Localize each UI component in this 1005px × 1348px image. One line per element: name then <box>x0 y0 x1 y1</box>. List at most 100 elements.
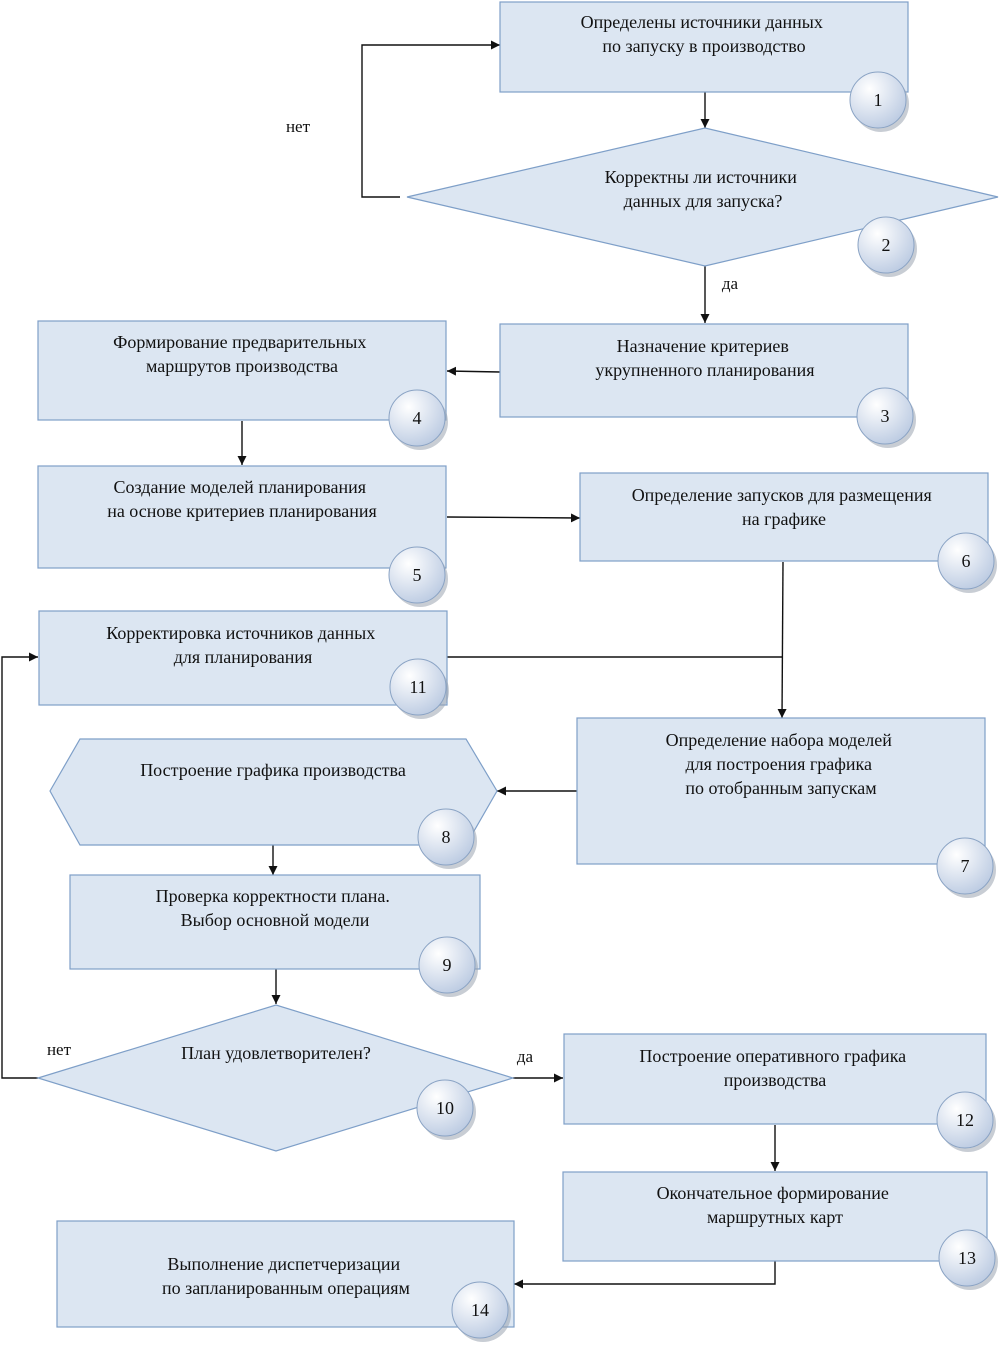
edge-label-yes-bottom: да <box>517 1047 534 1066</box>
node-4-text: Формирование предварительных маршрутов п… <box>113 332 371 376</box>
node-7-box <box>576 717 986 865</box>
badge-5-number: 5 <box>413 565 422 585</box>
badge-9-number: 9 <box>443 955 452 975</box>
node-14-line-2: по запланированным операциям <box>162 1278 410 1298</box>
node-6-line-2: на графике <box>742 509 826 529</box>
node-10-text: План удовлетворителен? <box>181 1043 371 1063</box>
node-12-line-1: Построение оперативного графика <box>639 1046 906 1066</box>
node-7-text: Определение набора моделей для построени… <box>666 730 897 798</box>
node-9-box <box>69 874 481 970</box>
badge-6-circle <box>937 532 995 590</box>
node-9-text: Проверка корректности плана. Выбор основ… <box>156 886 395 930</box>
node-9-line-1: Проверка корректности плана. <box>156 886 390 906</box>
badge-10: 10 <box>416 1079 476 1140</box>
badge-3-number: 3 <box>881 406 890 426</box>
node-13-text: Окончательное формирование маршрутных ка… <box>657 1183 894 1227</box>
badge-13: 13 <box>938 1229 998 1290</box>
nodes <box>35 1 999 1328</box>
badge-4-circle <box>388 389 446 447</box>
node-9-line-2: Выбор основной модели <box>181 910 370 930</box>
badge-13-number: 13 <box>958 1248 976 1268</box>
badge-11: 11 <box>389 658 449 719</box>
badge-5: 5 <box>388 546 448 607</box>
node-11-box <box>38 610 448 706</box>
connector-3-to-4 <box>446 366 501 376</box>
node-14-text: Выполнение диспетчеризации по запланиров… <box>162 1254 410 1298</box>
badge-4-number: 4 <box>413 408 422 428</box>
node-7-line-3: по отобранным запускам <box>685 778 876 798</box>
badge-13-circle <box>938 1229 996 1287</box>
node-11-line-2: для планирования <box>174 647 313 667</box>
node-3-text: Назначение критериев укрупненного планир… <box>595 336 814 380</box>
node-1-box <box>499 1 909 93</box>
node-4-line-1: Формирование предварительных <box>113 332 366 352</box>
node-11-text: Корректировка источников данных для план… <box>106 623 380 667</box>
node-8-line-1: Построение графика производства <box>140 760 406 780</box>
badge-12-circle <box>936 1091 994 1149</box>
node-3-line-1: Назначение критериев <box>617 336 789 356</box>
node-1-line-2: по запуску в производство <box>602 36 805 56</box>
badge-2: 2 <box>857 216 917 277</box>
node-5-box <box>37 465 447 569</box>
node-texts: Определены источники данных по запуску в… <box>106 12 937 1298</box>
node-14-line-1: Выполнение диспетчеризации <box>167 1254 400 1274</box>
node-2-text: Корректны ли источники данных для запуск… <box>605 167 802 211</box>
badges: 1 2 3 4 5 6 11 <box>388 71 998 1342</box>
node-3-box <box>499 323 909 418</box>
edge-label-yes-top: да <box>722 274 739 293</box>
badge-6-number: 6 <box>962 551 971 571</box>
badge-6: 6 <box>937 532 997 593</box>
badge-9: 9 <box>418 936 478 997</box>
edge-labels: нет да нет да <box>47 117 739 1066</box>
connector-13-to-14 <box>514 1261 776 1289</box>
node-7-line-1: Определение набора моделей <box>666 730 893 750</box>
connectors <box>1 40 787 1289</box>
badge-8-number: 8 <box>442 827 451 847</box>
badge-1-number: 1 <box>874 90 883 110</box>
node-2-line-2: данных для запуска? <box>624 191 783 211</box>
badge-14-number: 14 <box>471 1300 489 1320</box>
badge-8-circle <box>417 808 475 866</box>
node-7-line-2: для построения графика <box>686 754 872 774</box>
edge-label-no-top: нет <box>286 117 311 136</box>
badge-14-circle <box>451 1281 509 1339</box>
node-2-decision <box>406 127 999 267</box>
badge-10-circle <box>416 1079 474 1137</box>
badge-7: 7 <box>936 837 996 898</box>
badge-2-number: 2 <box>882 235 891 255</box>
node-10-decision <box>35 1004 516 1152</box>
badge-7-number: 7 <box>961 856 970 876</box>
badge-5-circle <box>388 546 446 604</box>
node-4-box <box>37 320 447 421</box>
node-12-line-2: производства <box>724 1070 827 1090</box>
node-5-line-1: Создание моделей планирования <box>114 477 366 497</box>
node-5-line-2: на основе критериев планирования <box>107 501 377 521</box>
node-13-line-1: Окончательное формирование <box>657 1183 889 1203</box>
node-6-line-1: Определение запусков для размещения <box>632 485 932 505</box>
node-13-box <box>562 1171 988 1262</box>
badge-7-circle <box>936 837 994 895</box>
badge-3: 3 <box>856 387 916 448</box>
node-8-text: Построение графика производства <box>140 760 406 780</box>
node-3-line-2: укрупненного планирования <box>595 360 814 380</box>
node-6-box <box>579 472 989 562</box>
badge-9-circle <box>418 936 476 994</box>
badge-4: 4 <box>388 389 448 450</box>
node-12-box <box>563 1033 987 1125</box>
node-13-line-2: маршрутных карт <box>707 1207 843 1227</box>
badge-8: 8 <box>417 808 477 869</box>
node-2-line-1: Корректны ли источники <box>605 167 798 187</box>
connector-10-no-to-11 <box>1 652 38 1079</box>
badge-12-number: 12 <box>956 1110 974 1130</box>
node-5-text: Создание моделей планирования на основе … <box>107 477 377 521</box>
badge-1-circle <box>849 71 907 129</box>
node-10-line-1: План удовлетворителен? <box>181 1043 371 1063</box>
node-14-box <box>56 1220 515 1328</box>
node-6-text: Определение запусков для размещения на г… <box>632 485 937 529</box>
node-8-hexagon <box>49 738 498 846</box>
connector-2-no-to-1 <box>361 40 500 198</box>
edge-label-no-bottom: нет <box>47 1040 72 1059</box>
node-1-line-1: Определены источники данных <box>581 12 823 32</box>
badge-10-number: 10 <box>436 1098 454 1118</box>
